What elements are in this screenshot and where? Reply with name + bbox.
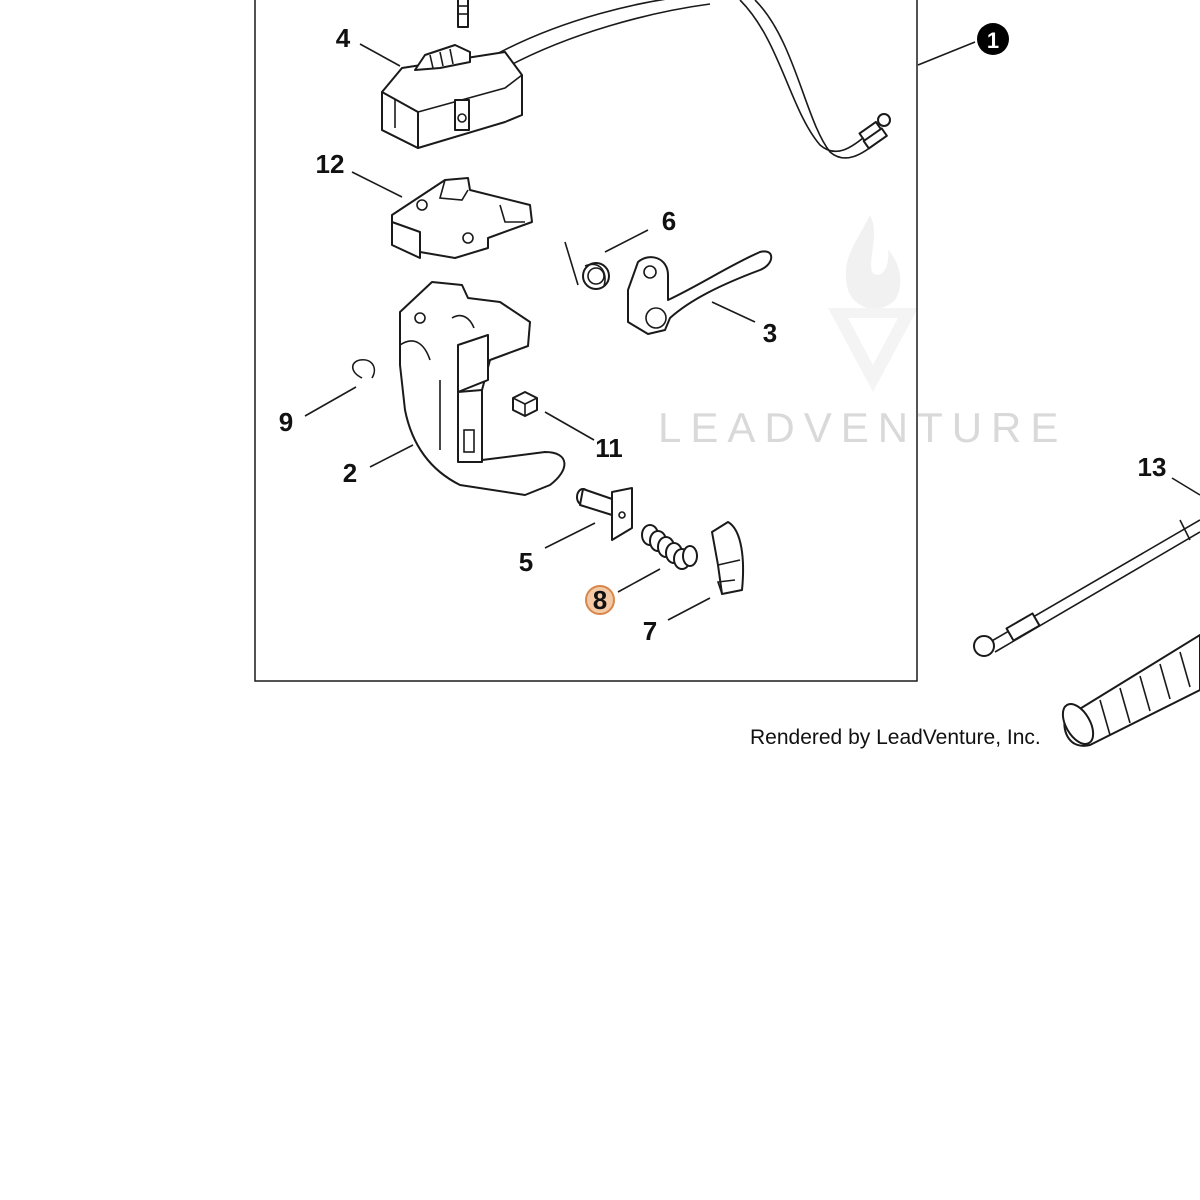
square-nut <box>512 391 538 417</box>
handle-body <box>399 281 566 496</box>
callout-3[interactable]: 3 <box>763 318 777 348</box>
callout-8[interactable]: 8 <box>585 585 615 615</box>
callout-5[interactable]: 5 <box>519 547 533 577</box>
leader-lines <box>304 41 1200 621</box>
protective-tube <box>1061 634 1200 747</box>
callout-4[interactable]: 4 <box>336 23 351 53</box>
callout-13[interactable]: 13 <box>1138 452 1167 482</box>
callout-label: 1 <box>987 28 999 53</box>
callout-6[interactable]: 6 <box>662 206 676 236</box>
throttle-cable <box>973 519 1200 657</box>
credit-text: Rendered by LeadVenture, Inc. <box>750 726 1041 749</box>
callout-label: 8 <box>593 585 607 615</box>
lock-slider <box>711 521 745 595</box>
switch-bracket <box>391 177 533 259</box>
lock-pin <box>576 487 633 541</box>
switch-housing <box>381 44 523 149</box>
callout-1[interactable]: 1 <box>977 23 1009 55</box>
throttle-lever <box>627 250 773 335</box>
wire-harness <box>457 0 891 159</box>
torsion-spring <box>564 241 610 290</box>
leadventure-watermark-logo <box>828 215 918 392</box>
retaining-clip <box>351 358 376 379</box>
assembly-frame <box>254 0 918 682</box>
callout-12[interactable]: 12 <box>316 149 345 179</box>
callout-2[interactable]: 2 <box>343 458 357 488</box>
callout-11[interactable]: 11 <box>595 433 623 463</box>
callout-9[interactable]: 9 <box>279 407 293 437</box>
watermark-text: LEADVENTURE <box>658 404 1067 451</box>
callout-7[interactable]: 7 <box>643 616 657 646</box>
compression-spring <box>641 524 698 570</box>
